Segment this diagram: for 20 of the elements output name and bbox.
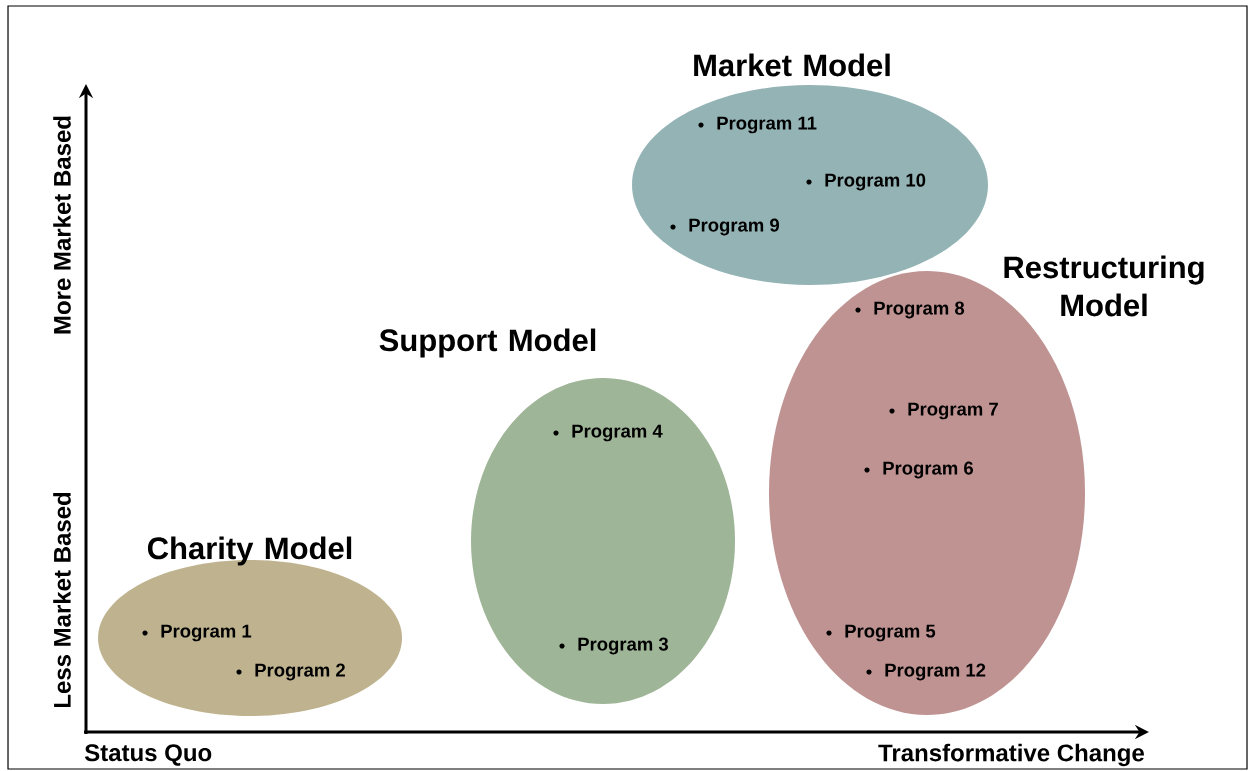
program-label: Program 6 bbox=[883, 461, 974, 479]
program-label: Program 11 bbox=[717, 116, 817, 134]
model-heading: Charity Model bbox=[147, 536, 352, 566]
program-label: Program 3 bbox=[578, 637, 669, 655]
program-label: Program 2 bbox=[255, 663, 345, 681]
axis-label: Less Market Based bbox=[53, 492, 71, 708]
model-heading: Support Model bbox=[379, 328, 596, 358]
program-label: Program 12 bbox=[885, 663, 986, 681]
program-label: Program 8 bbox=[874, 301, 965, 319]
program-label: Program 5 bbox=[845, 624, 936, 642]
program-label: Program 1 bbox=[161, 624, 252, 642]
program-label: Program 7 bbox=[908, 402, 998, 420]
program-label: Program 9 bbox=[689, 218, 779, 236]
axis-label: Transformative Change bbox=[878, 743, 1144, 767]
program-label: Program 4 bbox=[572, 424, 663, 442]
program-label: Program 10 bbox=[825, 173, 926, 191]
model-heading: Market Model bbox=[694, 53, 890, 77]
model-heading: Restructuring Model bbox=[1004, 255, 1204, 317]
axis-label: Status Quo bbox=[84, 744, 212, 766]
axis-label: More Market Based bbox=[53, 116, 71, 334]
